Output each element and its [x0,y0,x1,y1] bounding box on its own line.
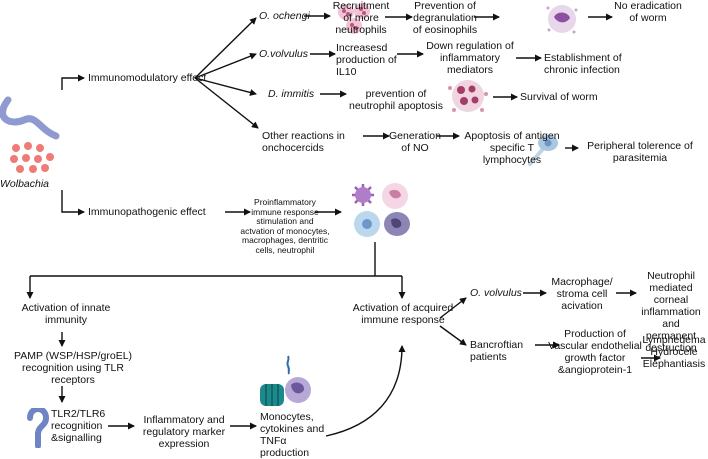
other-reactions-label: Other reactions in onchocercids [262,130,345,154]
monocytes-cytokines-text: Monocytes, cytokines and TNFα production [260,411,325,459]
il10-text: Increasesd production of IL10 [336,42,397,78]
corneal-inflammation-text: Neutrophil mediated corneal inflammation… [641,270,701,354]
immune-cells-icon [352,183,410,237]
acquired-immune-title: Activation of acquired immune response [352,302,454,326]
neutrophils-icon [338,3,370,34]
no-eradication-text: No eradication of worm [614,0,682,24]
survival-worm-text: Survival of worm [520,91,598,103]
marker-expression-text: Inflammatory and regulatory marker expre… [142,414,226,450]
t-lymphocyte-icon [528,135,558,166]
fan-arrow-ochengi [194,17,257,79]
split-line [30,242,402,277]
tlr-signalling-text: TLR2/TLR6 recognition &signalling [51,408,106,444]
recruitment-neutrophils-text: Recruitment of more neutrophils [332,0,390,36]
fan-arrow-volvulus [194,52,257,79]
t-lymphocyte-apoptosis-text: Apoptosis of antigen specific T lymphocy… [464,130,560,166]
wolbachia-worm-icon [0,96,60,140]
fan-arrow-other [194,77,259,129]
neutrophil-apoptosis-icon [448,80,488,112]
lymphedema-text: Lymphedema Hydrocele Elephantiasis [642,334,706,370]
wolbachia-label: Wolbachia [0,178,50,190]
bacteria-cluster-icon [10,142,54,173]
fan-arrow-immitis [194,77,257,96]
chronic-infection-text: Establishment of chronic infection [544,52,622,76]
innate-immunity-title: Activation of innate immunity [21,302,111,326]
ochengi-label: O. ochengi [259,10,310,22]
down-regulation-text: Down regulation of inflammatory mediator… [426,40,514,76]
bancroftian-label: Bancroftian patients [470,339,524,363]
acquired-to-bancroftian-arrow [439,325,467,346]
root-to-immunomodulatory-arrow [61,74,85,90]
eosinophil-icon [546,5,578,34]
root-to-immunopathogenic-arrow [61,190,85,216]
prevention-degranulation-text: Prevention of degranulation of eosinophi… [412,0,478,36]
tlr-receptor-icon [27,408,49,448]
generation-no-text: Generation of NO [389,130,441,154]
immitis-label: D. immitis [268,88,315,100]
volvulus-label: O.volvulus [259,48,309,60]
acquired-to-volvulus-arrow [439,297,467,319]
pamp-recognition-text: PAMP (WSP/HSP/groEL) recognition using T… [13,350,133,386]
immunopathogenic-label: Immunopathogenic effect [88,206,206,218]
acquired-volvulus-label: O. volvulus [470,287,522,299]
monocyte-cytokine-icon [260,355,311,406]
peripheral-tolerence-text: Peripheral tolerence of parasitemia [587,140,693,164]
vegf-production-text: Production of Vascular endothelial growt… [548,328,642,376]
neutrophil-apoptosis-text: prevention of neutrophil apoptosis [349,88,443,112]
proinflammatory-text: Proinflammatory immune response stimulat… [240,197,330,255]
monocytes-to-acquired-arrow [325,345,406,437]
macrophage-activation-text: Macrophage/ stroma cell acivation [551,276,613,312]
immunomodulatory-label: Immunomodulatory effect [88,72,207,84]
